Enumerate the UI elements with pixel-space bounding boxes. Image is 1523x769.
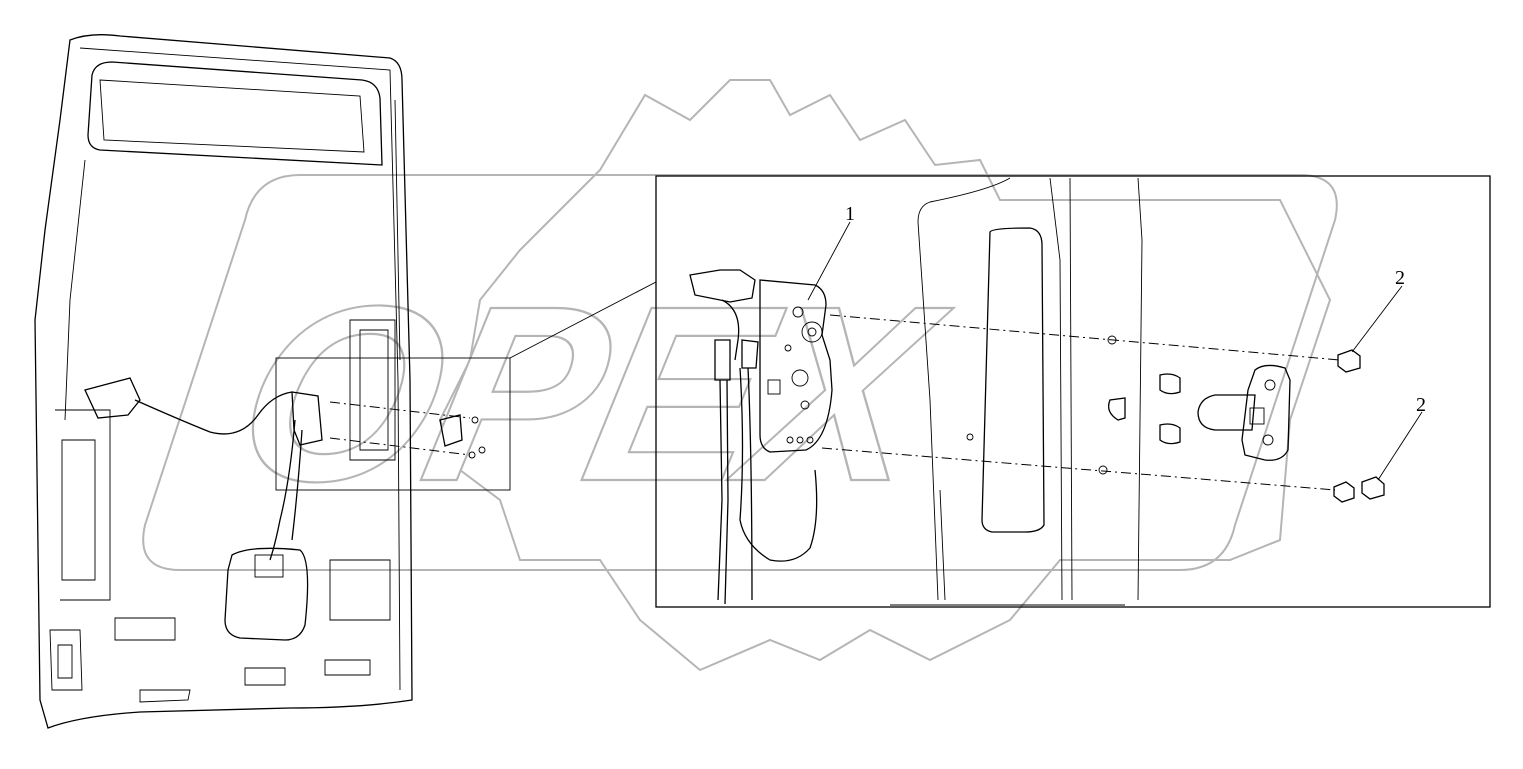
callout-leader-1 — [807, 221, 851, 301]
door-lock-small — [291, 391, 323, 446]
door-window-frame — [87, 61, 383, 166]
screw-upper — [1337, 349, 1361, 373]
detail-leader-top — [509, 281, 657, 359]
striker-plate — [1107, 364, 1291, 461]
control-cable — [134, 391, 293, 435]
watermark-logo: OPEX — [142, 79, 1338, 672]
callout-1: 1 — [845, 203, 855, 225]
door-outer-panel — [34, 34, 413, 729]
detail-box-large — [655, 175, 1491, 608]
door-lock-assembly — [689, 269, 833, 605]
door-handle-recess — [981, 227, 1045, 533]
screw-lower-pair — [1333, 476, 1385, 503]
watermark-text: OPEX — [217, 254, 966, 534]
door-overview — [34, 34, 657, 729]
alignment-line-lower — [821, 447, 1336, 491]
callout-2-lower: 2 — [1416, 394, 1426, 416]
callout-leader-2b — [1377, 411, 1423, 481]
inner-handle — [84, 377, 141, 419]
watermark-ring — [142, 174, 1338, 571]
alignment-line-upper — [829, 314, 1341, 361]
callout-2-upper: 2 — [1395, 267, 1405, 289]
detail-box-small — [275, 357, 511, 491]
enlarged-detail — [655, 175, 1491, 608]
callout-leader-2a — [1351, 285, 1403, 353]
